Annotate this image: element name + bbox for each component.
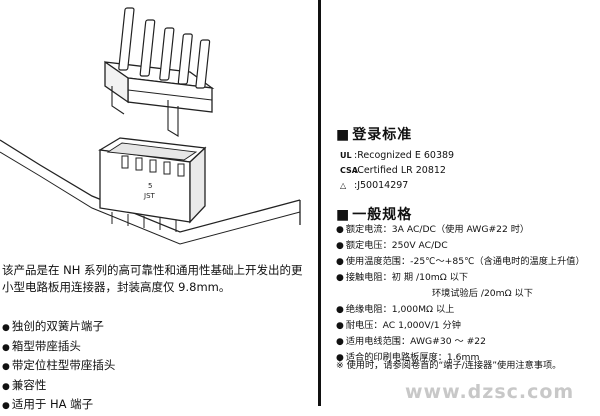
spec-item: 适用电线范围：AWG#30 ～ #22 bbox=[336, 334, 585, 350]
feature-item: 兼容性 bbox=[2, 377, 115, 397]
certification-list: UL:Recognized E 60389 CSA:Certified LR 2… bbox=[340, 148, 454, 193]
certifications-title: 登录标准 bbox=[336, 124, 412, 144]
triangle-mark-icon: △ bbox=[340, 181, 347, 190]
left-column: 5 JST 该产品是在 NH 系列的高可靠性和通用性基础上开发出的更 小型电路板… bbox=[0, 0, 318, 406]
header-part: 5 JST bbox=[98, 137, 207, 232]
spec-item: 接触电阻：初 期 /10mΩ 以下 bbox=[336, 270, 585, 286]
spec-item: 绝缘电阻：1,000MΩ 以上 bbox=[336, 302, 585, 318]
intro-line: 小型电路板用连接器，封装高度仅 9.8mm。 bbox=[2, 280, 231, 294]
feature-item: 独创的双簧片端子 bbox=[2, 318, 115, 338]
feature-list: 独创的双簧片端子 箱型带座插头 带定位柱型带座插头 兼容性 适用于 HA 端子 bbox=[2, 318, 116, 416]
certification-text: :J50014297 bbox=[354, 180, 409, 191]
pcb-board-edge bbox=[0, 139, 301, 233]
intro-line: 该产品是在 NH 系列的高可靠性和通用性基础上开发出的更 bbox=[2, 263, 303, 277]
certification-text: :Certified LR 20812 bbox=[354, 165, 446, 176]
column-divider bbox=[318, 0, 321, 406]
feature-item: 带定位柱型带座插头 bbox=[2, 357, 116, 377]
certification-item: CSA:Certified LR 20812 bbox=[340, 163, 454, 178]
spec-item: 额定电流：3A AC/DC（使用 AWG#22 时） bbox=[336, 222, 585, 238]
usage-note: ※ 使用时，请参阅卷首的“端子/连接器”使用注意事项。 bbox=[336, 360, 562, 371]
header-count-label: 5 bbox=[148, 182, 152, 190]
connector-drawing: 5 JST bbox=[0, 7, 318, 262]
spec-item: 适合的印刷电路板厚度：1.6mm bbox=[336, 350, 585, 366]
header-brand-label: JST bbox=[143, 192, 156, 200]
csa-mark-icon: CSA bbox=[340, 166, 358, 175]
housing-part bbox=[104, 60, 215, 137]
product-intro: 该产品是在 NH 系列的高可靠性和通用性基础上开发出的更 小型电路板用连接器，封… bbox=[2, 262, 314, 296]
right-column: 登录标准 UL:Recognized E 60389 CSA:Certified… bbox=[322, 0, 600, 406]
certification-text: :Recognized E 60389 bbox=[354, 150, 455, 161]
spec-item: 使用温度范围：-25℃～+85℃（含通电时的温度上升值） bbox=[336, 254, 585, 270]
certification-item: UL:Recognized E 60389 bbox=[340, 148, 454, 163]
spec-item: 环境试验后 /20mΩ 以下 bbox=[432, 288, 533, 299]
certification-item: △ :J50014297 bbox=[340, 178, 454, 193]
wires bbox=[118, 7, 211, 89]
spec-item: 耐电压：AC 1,000V/1 分钟 bbox=[336, 318, 585, 334]
spec-item: 额定电压：250V AC/DC bbox=[336, 238, 585, 254]
feature-item: 箱型带座插头 bbox=[2, 338, 115, 358]
specs-title: 一般规格 bbox=[336, 204, 412, 224]
ul-mark-icon: UL bbox=[340, 151, 352, 160]
spec-list: 额定电流：3A AC/DC（使用 AWG#22 时） 额定电压：250V AC/… bbox=[336, 222, 585, 366]
site-watermark: www.dzsc.com bbox=[405, 381, 575, 403]
